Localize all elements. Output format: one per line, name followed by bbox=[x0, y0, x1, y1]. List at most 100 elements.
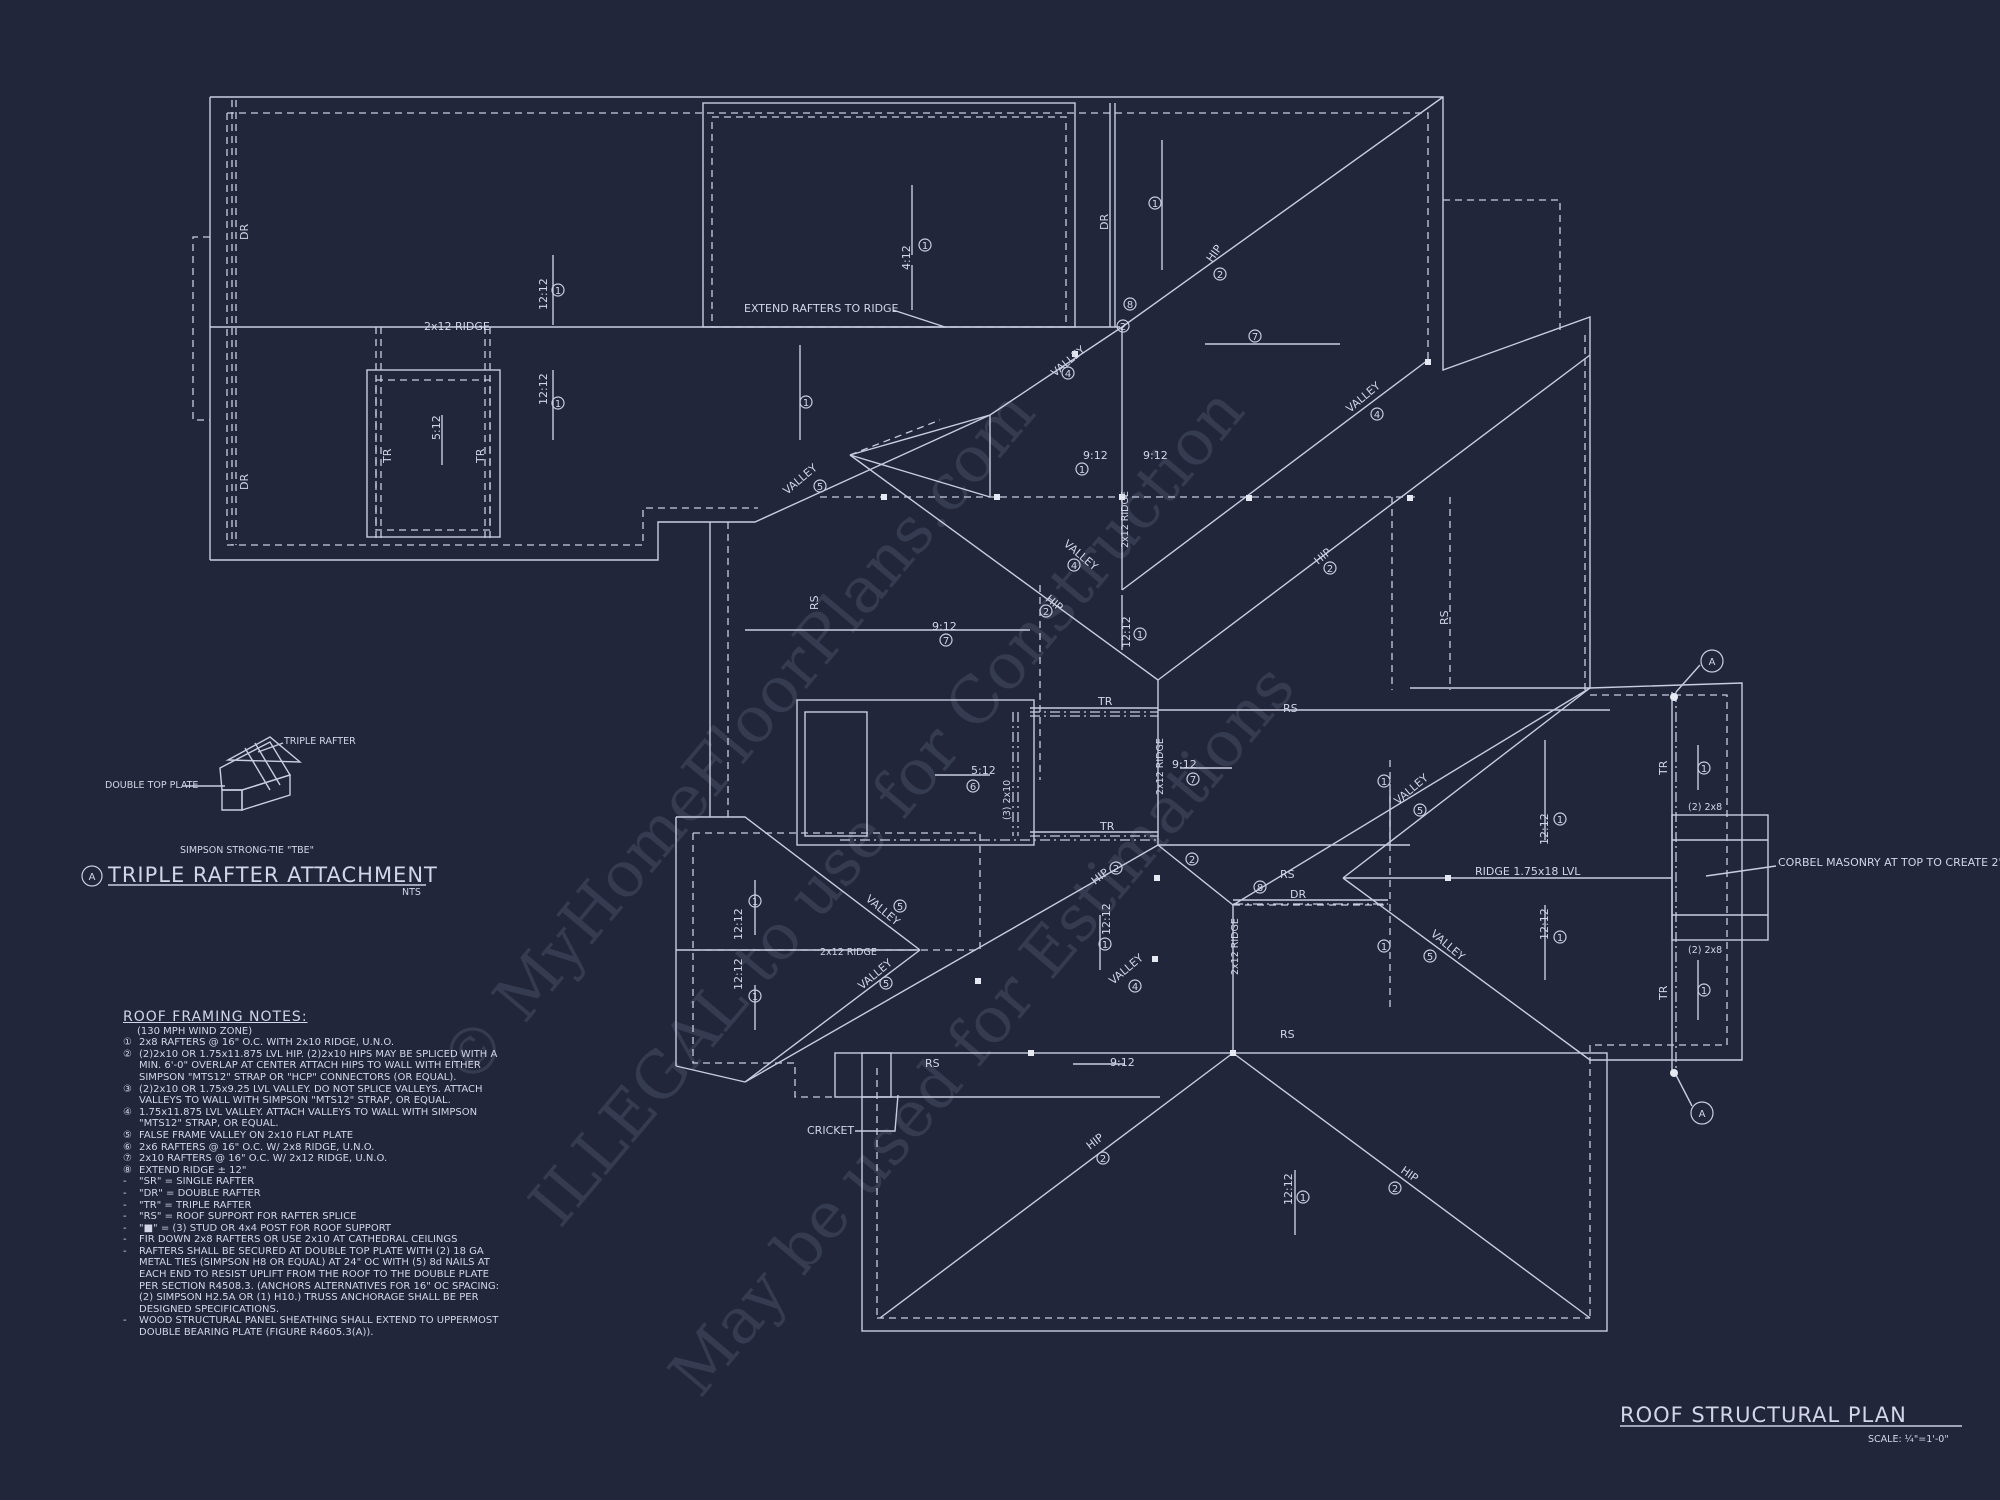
rs-label-1: RS bbox=[808, 595, 821, 610]
svg-text:1: 1 bbox=[555, 286, 561, 297]
tr-label-5: TR bbox=[1657, 760, 1670, 776]
three-2x10: (3) 2x10 bbox=[1002, 780, 1013, 820]
cricket-label: CRICKET bbox=[807, 1124, 854, 1137]
note-text: EXTEND RIDGE ± 12" bbox=[139, 1164, 247, 1176]
svg-text:1: 1 bbox=[1557, 933, 1563, 944]
section-tag-bottom: A bbox=[1699, 1109, 1706, 1120]
svg-text:1: 1 bbox=[752, 992, 758, 1003]
pitch-9-2: 9:12 bbox=[1143, 449, 1168, 462]
valley-label-2: VALLEY bbox=[781, 461, 820, 497]
svg-text:1: 1 bbox=[752, 897, 758, 908]
note-item: ③(2)2x10 OR 1.75x9.25 LVL VALLEY. DO NOT… bbox=[123, 1084, 503, 1107]
note-item: -WOOD STRUCTURAL PANEL SHEATHING SHALL E… bbox=[123, 1315, 503, 1338]
pitch-12-5: 12:12 bbox=[1538, 908, 1551, 940]
note-number: - bbox=[123, 1315, 127, 1327]
note-text: FIR DOWN 2x8 RAFTERS OR USE 2x10 AT CATH… bbox=[139, 1234, 458, 1246]
detail-callout-plate: DOUBLE TOP PLATE bbox=[105, 780, 198, 791]
note-number: ⑥ bbox=[123, 1141, 132, 1153]
note-text: FALSE FRAME VALLEY ON 2x10 FLAT PLATE bbox=[139, 1129, 354, 1141]
pitch-9-3: 9:12 bbox=[932, 620, 957, 633]
svg-text:1: 1 bbox=[1137, 630, 1143, 641]
svg-text:4: 4 bbox=[1071, 561, 1077, 572]
note-text: "SR" = SINGLE RAFTER bbox=[139, 1176, 255, 1188]
rs-label-5: RS bbox=[925, 1057, 940, 1070]
dr-label-1: DR bbox=[238, 224, 251, 240]
chimney bbox=[834, 1052, 892, 1098]
detail-nts: NTS bbox=[402, 887, 421, 898]
note-text: "TR" = TRIPLE RAFTER bbox=[139, 1199, 252, 1211]
roof-framing-notes: ROOF FRAMING NOTES: (130 MPH WIND ZONE) … bbox=[123, 1010, 503, 1339]
ridge-label-lower: 2x12 RIDGE bbox=[820, 947, 877, 958]
svg-text:1: 1 bbox=[1701, 764, 1707, 775]
watermark: © MyHomeFloorPlans.com ILLEGAL to use fo… bbox=[426, 375, 1310, 1411]
note-item: -"TR" = TRIPLE RAFTER bbox=[123, 1200, 503, 1212]
svg-text:8: 8 bbox=[1127, 300, 1133, 311]
svg-text:2: 2 bbox=[1043, 607, 1049, 618]
two-2x8-1: (2) 2x8 bbox=[1688, 802, 1722, 813]
svg-text:2: 2 bbox=[1100, 1154, 1106, 1165]
svg-text:2: 2 bbox=[1217, 270, 1223, 281]
svg-text:5: 5 bbox=[1417, 806, 1423, 817]
svg-text:1: 1 bbox=[555, 399, 561, 410]
dr-label-3: DR bbox=[1098, 214, 1111, 230]
rs-label-2: RS bbox=[1438, 610, 1451, 625]
svg-text:1: 1 bbox=[1152, 199, 1158, 210]
note-number: - bbox=[123, 1211, 127, 1223]
pitch-12-3: 12:12 bbox=[1120, 616, 1133, 648]
svg-text:1: 1 bbox=[1701, 986, 1707, 997]
ridge-label-top: 2x12 RIDGE bbox=[424, 320, 490, 333]
svg-text:7: 7 bbox=[943, 636, 949, 647]
note-number: - bbox=[123, 1187, 127, 1199]
dr-label-4: DR bbox=[1290, 888, 1306, 901]
note-item: -"SR" = SINGLE RAFTER bbox=[123, 1176, 503, 1188]
extend-rafters-note: EXTEND RAFTERS TO RIDGE bbox=[744, 302, 899, 315]
svg-text:7: 7 bbox=[1252, 332, 1258, 343]
note-text: 2x10 RAFTERS @ 16" O.C. W/ 2x12 RIDGE, U… bbox=[139, 1153, 388, 1165]
corbel-note: CORBEL MASONRY AT TOP TO CREATE 2" LEDGE… bbox=[1778, 856, 2000, 869]
svg-text:1: 1 bbox=[803, 398, 809, 409]
hip-label-6: HIP bbox=[1398, 1164, 1421, 1185]
rafter-arrows bbox=[441, 140, 1699, 1235]
svg-text:2: 2 bbox=[1327, 564, 1333, 575]
svg-text:5: 5 bbox=[1427, 952, 1433, 963]
pitch-5-2: 5:12 bbox=[971, 764, 996, 777]
pitch-12-8: 12:12 bbox=[732, 958, 745, 990]
valley-label-5: VALLEY bbox=[1392, 771, 1431, 807]
plan-title: ROOF STRUCTURAL PLAN bbox=[1620, 1403, 1907, 1427]
tr-label-6: TR bbox=[1657, 985, 1670, 1001]
pitch-5-1: 5:12 bbox=[430, 415, 443, 440]
note-number: ⑤ bbox=[123, 1129, 132, 1141]
svg-text:2: 2 bbox=[1189, 855, 1195, 866]
svg-text:5: 5 bbox=[883, 979, 889, 990]
note-number: ② bbox=[123, 1048, 132, 1060]
pitch-12-2: 12:12 bbox=[537, 373, 550, 405]
dr-label-2: DR bbox=[238, 474, 251, 490]
pitch-9-5: 9:12 bbox=[1110, 1056, 1135, 1069]
svg-text:1: 1 bbox=[922, 241, 928, 252]
hip-label-5: HIP bbox=[1084, 1131, 1107, 1153]
note-number: - bbox=[123, 1234, 127, 1246]
note-item: -FIR DOWN 2x8 RAFTERS OR USE 2x10 AT CAT… bbox=[123, 1234, 503, 1246]
rs-label-4: RS bbox=[1280, 868, 1295, 881]
svg-text:2: 2 bbox=[1113, 864, 1119, 875]
note-text: RAFTERS SHALL BE SECURED AT DOUBLE TOP P… bbox=[139, 1245, 499, 1315]
note-number: - bbox=[123, 1245, 127, 1257]
pitch-12-7: 12:12 bbox=[732, 908, 745, 940]
note-number: - bbox=[123, 1222, 127, 1234]
detail-title: TRIPLE RAFTER ATTACHMENT bbox=[107, 863, 438, 887]
roof-outline bbox=[192, 96, 1769, 1332]
rs-label-6: RS bbox=[1280, 1028, 1295, 1041]
svg-text:1: 1 bbox=[1300, 1193, 1306, 1204]
note-number: - bbox=[123, 1199, 127, 1211]
note-number: - bbox=[123, 1176, 127, 1188]
svg-text:1: 1 bbox=[1102, 940, 1108, 951]
svg-text:4: 4 bbox=[1065, 369, 1071, 380]
ridge-vertical-1: 2x12 RIDGE bbox=[1120, 491, 1131, 548]
section-markers: A A bbox=[1670, 649, 1724, 1125]
note-item: -"■" = (3) STUD OR 4x4 POST FOR ROOF SUP… bbox=[123, 1223, 503, 1235]
